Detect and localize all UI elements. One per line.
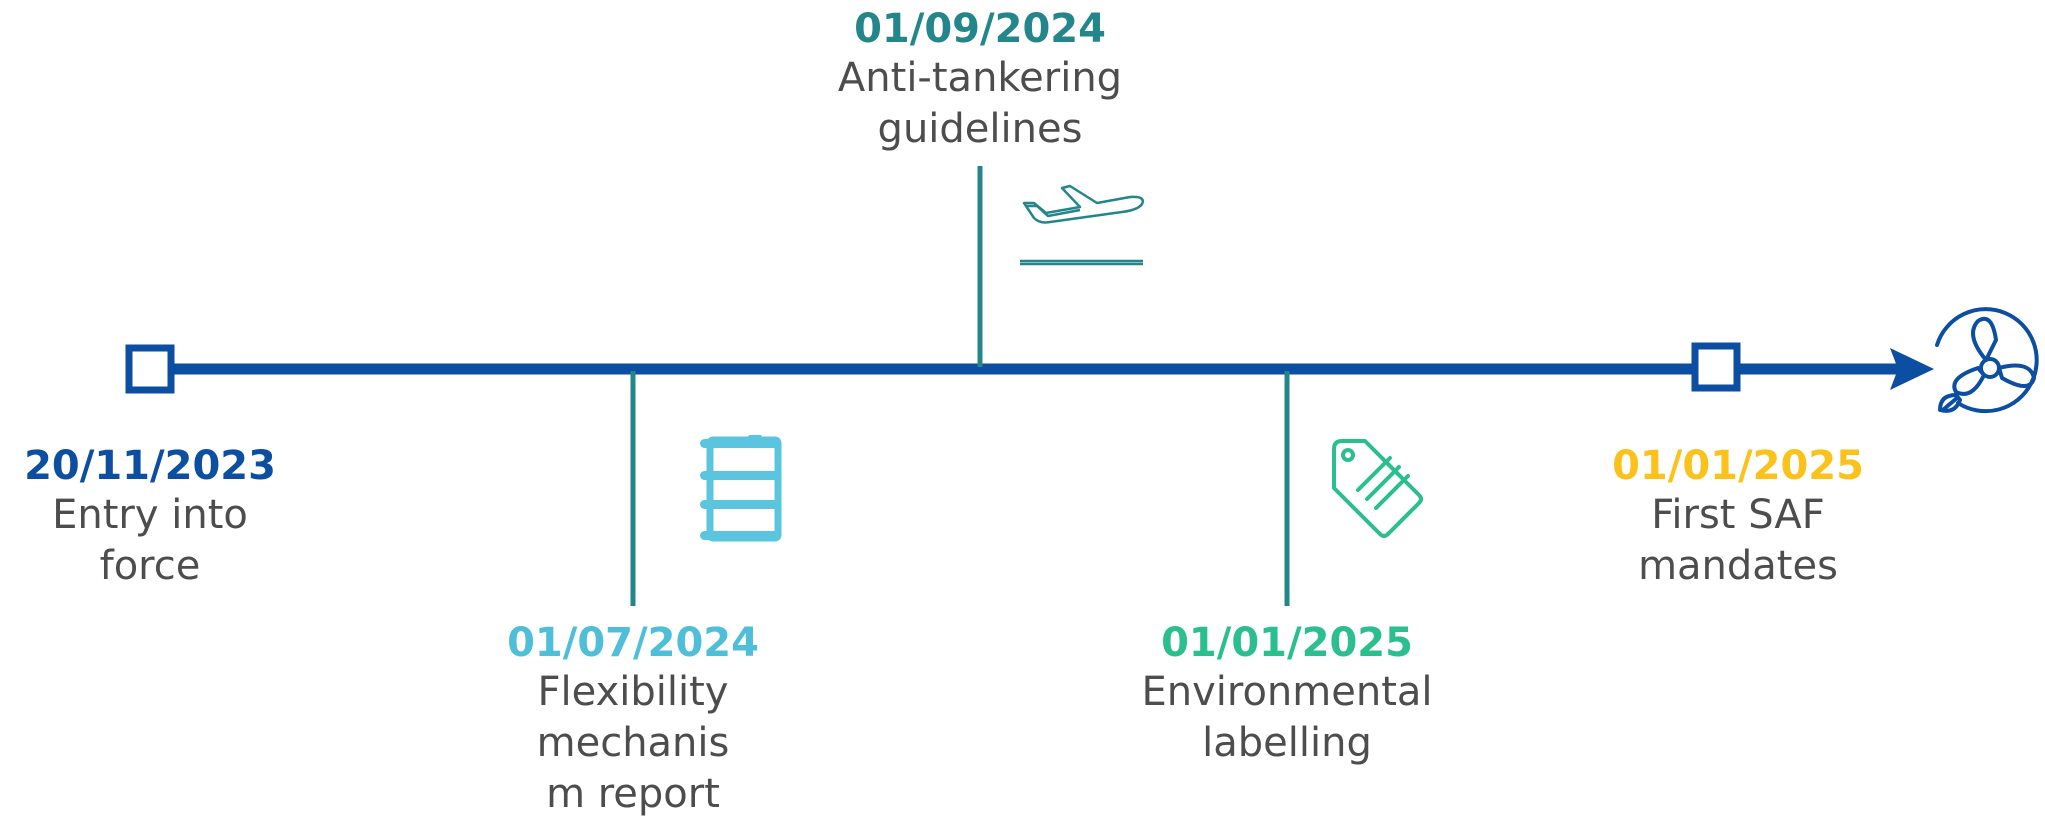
milestone-entry-into-force: 20/11/2023 Entry into force	[0, 442, 310, 592]
milestone-label: Entry into force	[52, 492, 248, 589]
milestone-environmental-labelling: 01/01/2025 Environmental labelling	[1127, 619, 1447, 769]
milestone-first-saf-mandates: 01/01/2025 First SAF mandates	[1578, 442, 1898, 592]
milestone-date: 20/11/2023	[24, 443, 276, 489]
milestone-label: First SAF mandates	[1638, 492, 1838, 589]
milestone-date: 01/01/2025	[1612, 443, 1864, 489]
milestone-date: 01/07/2024	[507, 620, 759, 666]
milestone-date: 01/09/2024	[854, 6, 1106, 52]
price-tag-icon	[1332, 439, 1423, 538]
milestone-anti-tankering: 01/09/2024 Anti-tankering guidelines	[820, 5, 1140, 155]
arrow-head-icon	[1890, 348, 1934, 390]
end-square-marker	[1691, 342, 1741, 392]
milestone-label: Environmental labelling	[1141, 669, 1433, 766]
milestone-flexibility-report: 01/07/2024 Flexibility mechanism report	[473, 619, 793, 820]
milestone-label: Flexibility mechanism report	[536, 669, 730, 817]
milestone-label: Anti-tankering guidelines	[837, 55, 1123, 152]
milestone-date: 01/01/2025	[1161, 620, 1413, 666]
fuel-barrel-icon	[700, 435, 782, 542]
propeller-leaf-icon	[1935, 307, 2039, 414]
airplane-takeoff-icon	[1020, 184, 1144, 266]
start-square-marker	[125, 344, 175, 394]
